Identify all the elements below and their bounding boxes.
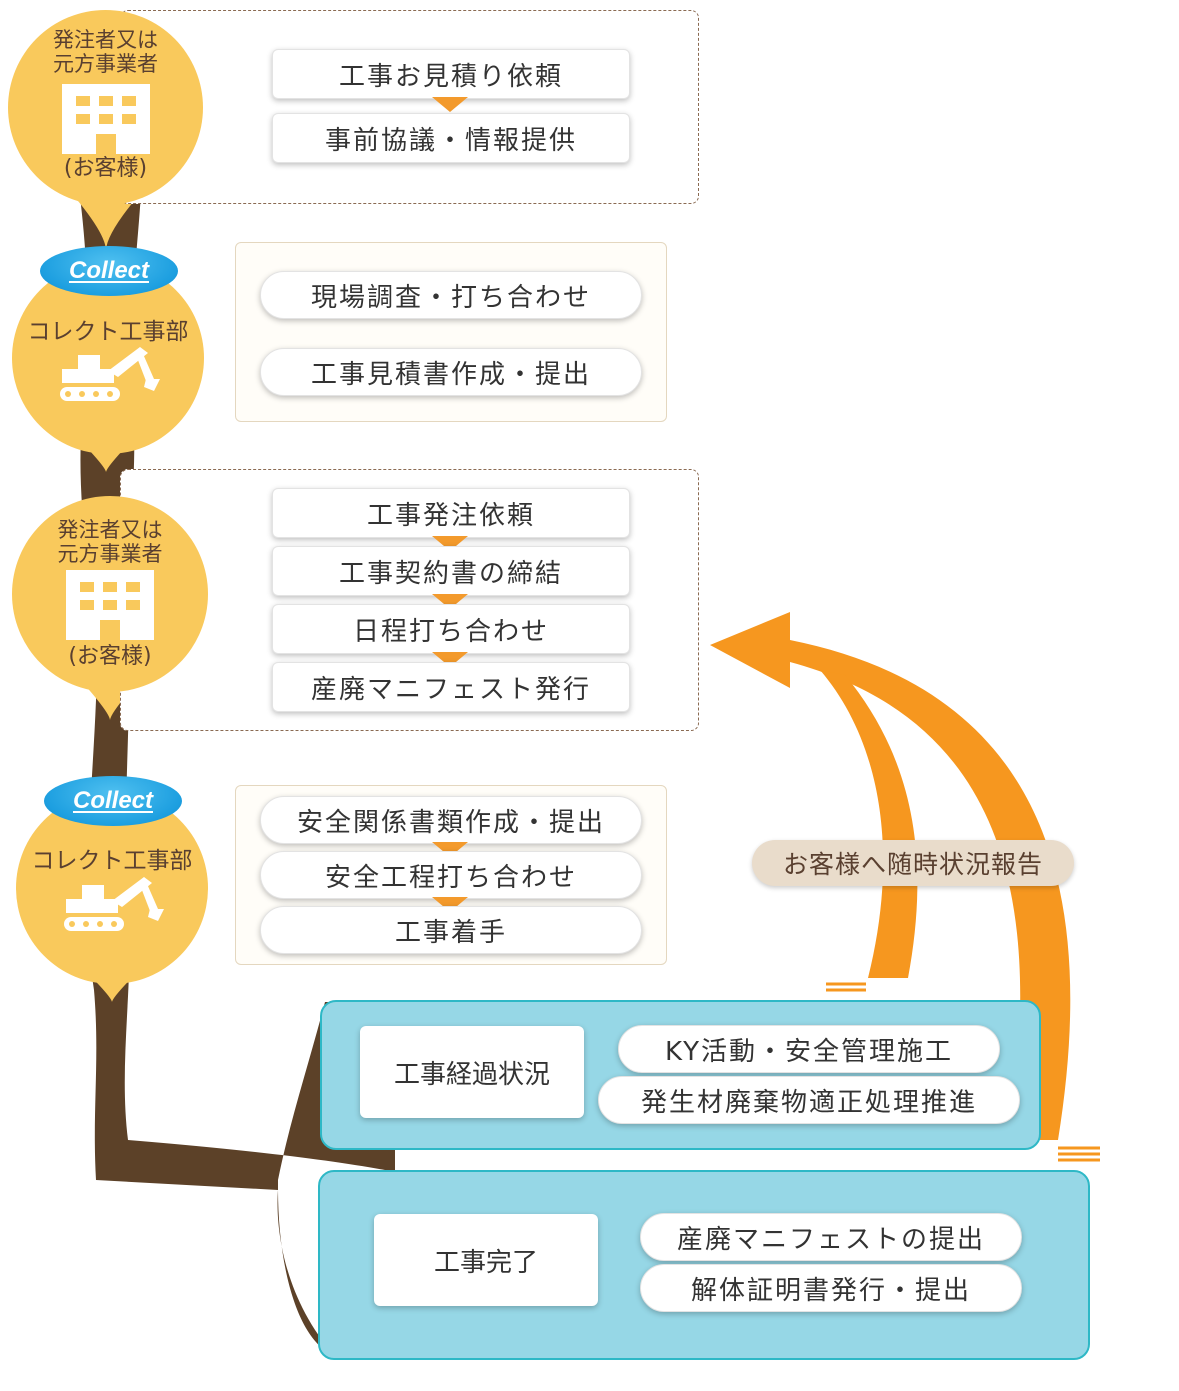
building-icon <box>62 84 150 154</box>
step-schedule-meeting: 日程打ち合わせ <box>272 604 630 654</box>
collect-logo-badge: Collect <box>40 246 178 296</box>
collect-logo-badge: Collect <box>44 776 182 826</box>
report-arrow-outer <box>710 612 1071 1140</box>
progress-item-safety: KY活動・安全管理施工 <box>618 1025 1000 1073</box>
stage-1-box <box>120 10 699 204</box>
actor-sub: (お客様) <box>68 644 152 669</box>
progress-item-waste: 発生材廃棄物適正処理推進 <box>598 1076 1020 1124</box>
step-safety-meeting: 安全工程打ち合わせ <box>260 851 642 899</box>
step-estimate-request: 工事お見積り依頼 <box>272 49 630 99</box>
actor-name: 発注者又は 元方事業者 <box>57 518 163 566</box>
step-safety-docs: 安全関係書類作成・提出 <box>260 796 642 844</box>
report-arrow-stripes <box>826 982 1100 1162</box>
progress-label: 工事経過状況 <box>360 1026 584 1118</box>
step-estimate-creation: 工事見積書作成・提出 <box>260 348 642 396</box>
actor-name: コレクト工事部 <box>31 848 193 874</box>
step-construction-start: 工事着手 <box>260 906 642 954</box>
actor-name: 発注者又は 元方事業者 <box>53 28 158 76</box>
report-arrow-inner <box>820 670 918 978</box>
actor-name: コレクト工事部 <box>27 319 189 345</box>
building-icon <box>66 570 154 640</box>
completion-item-certificate: 解体証明書発行・提出 <box>640 1264 1022 1312</box>
actor-sub: (お客様) <box>63 156 148 181</box>
step-contract: 工事契約書の締結 <box>272 546 630 596</box>
step-site-survey: 現場調査・打ち合わせ <box>260 271 642 319</box>
step-manifest-issue: 産廃マニフェスト発行 <box>272 662 630 712</box>
completion-label: 工事完了 <box>374 1214 598 1306</box>
step-order-request: 工事発注依頼 <box>272 488 630 538</box>
flow-trunk <box>75 160 395 1356</box>
status-report-label: お客様へ随時状況報告 <box>752 840 1074 886</box>
excavator-icon <box>60 347 160 401</box>
excavator-icon <box>64 877 164 931</box>
step-prior-consultation: 事前協議・情報提供 <box>272 113 630 163</box>
arrow-connector <box>432 97 468 112</box>
completion-item-manifest: 産廃マニフェストの提出 <box>640 1213 1022 1261</box>
